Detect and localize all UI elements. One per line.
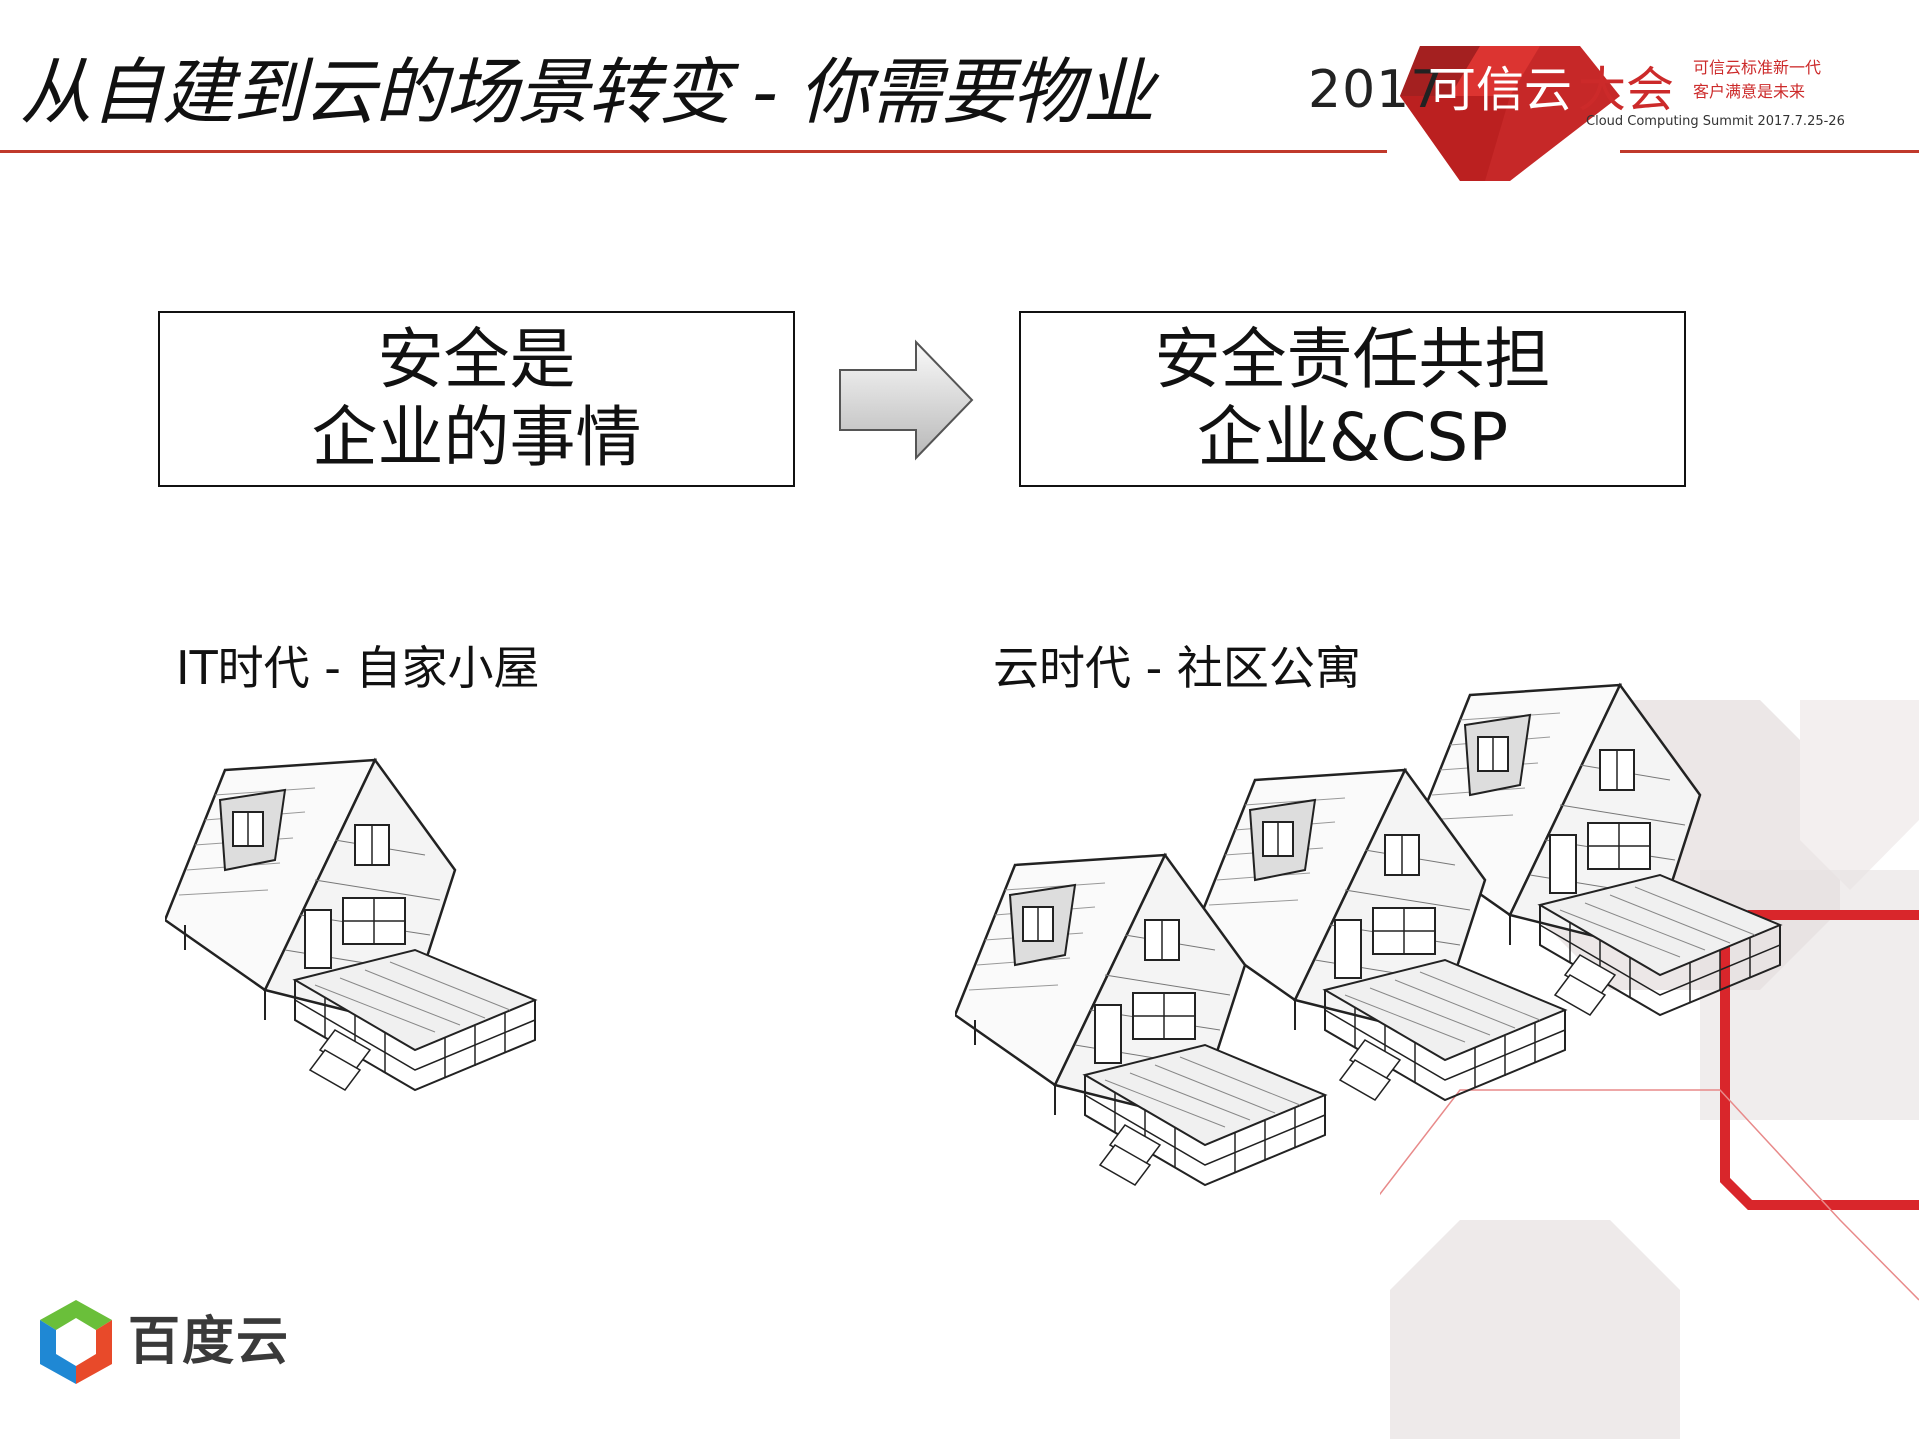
right-arrow-icon	[839, 339, 974, 461]
before-statement-box: 安全是 企业的事情	[158, 311, 795, 487]
cloud-era-caption: 云时代 - 社区公寓	[993, 641, 1361, 695]
event-year: 2017	[1308, 60, 1445, 120]
event-name-part2: 大会	[1578, 62, 1675, 118]
event-slogan-line2: 客户满意是未来	[1693, 82, 1806, 101]
after-statement-line2: 企业&CSP	[1196, 399, 1509, 476]
cabin-illustration-front	[955, 853, 1327, 1187]
event-summit-line: Cloud Computing Summit 2017.7.25-26	[1586, 114, 1845, 129]
event-logo-diamond	[1400, 46, 1620, 181]
before-statement-line1: 安全是	[377, 321, 576, 398]
single-cabin-illustration	[165, 758, 537, 1092]
after-statement-line1: 安全责任共担	[1154, 321, 1551, 398]
slide-title: 从自建到云的场景转变 - 你需要物业	[20, 50, 1155, 134]
brand-name: 百度云	[128, 1312, 291, 1372]
after-statement-box: 安全责任共担 企业&CSP	[1019, 311, 1686, 487]
it-era-caption: IT时代 - 自家小屋	[176, 641, 540, 695]
header-divider-left	[0, 150, 1387, 153]
header-divider-right	[1620, 150, 1919, 153]
event-name-part1: 可信云	[1428, 62, 1573, 118]
baidu-cloud-cube-icon	[40, 1300, 112, 1384]
event-slogan-line1: 可信云标准新一代	[1693, 58, 1822, 77]
before-statement-line2: 企业的事情	[311, 399, 642, 476]
